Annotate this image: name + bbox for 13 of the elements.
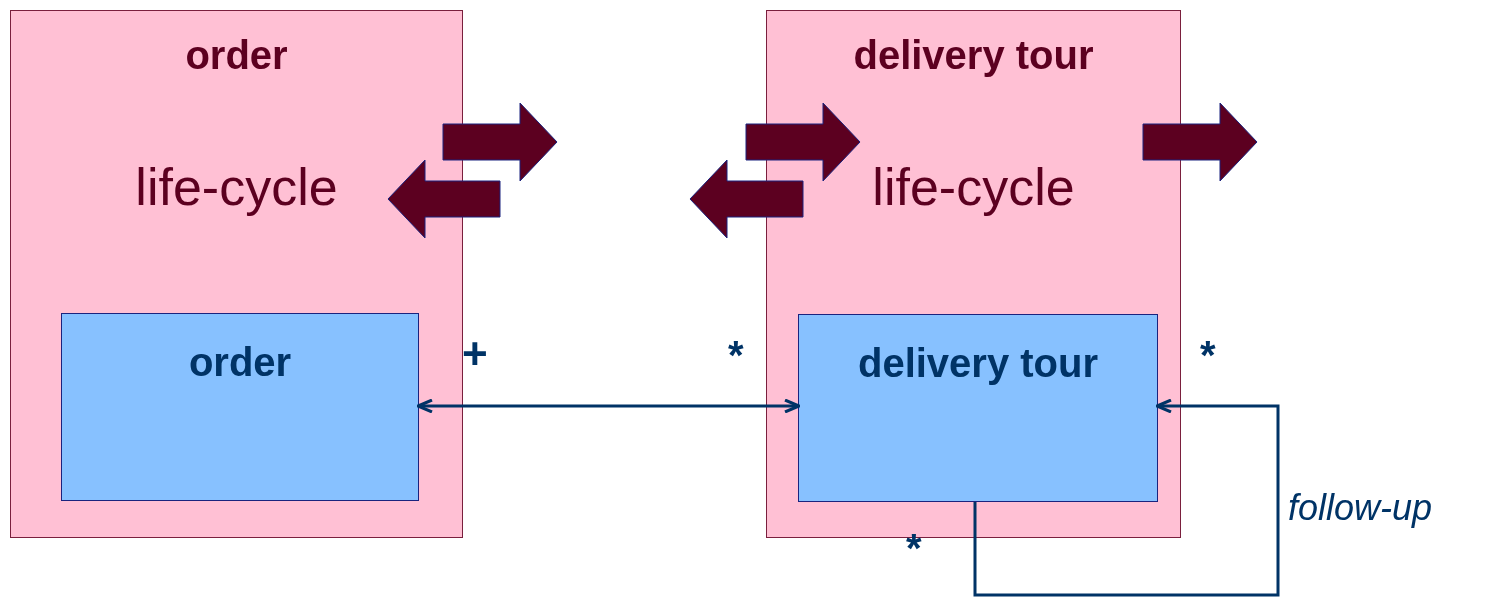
- connector-arrow: [973, 398, 1280, 597]
- class-box: [61, 313, 419, 501]
- multiplicity-mark: *: [1200, 335, 1216, 375]
- box-title: order: [187, 339, 293, 386]
- multiplicity-mark: +: [462, 332, 488, 376]
- class-box: [798, 314, 1158, 502]
- box-title: delivery tour: [852, 32, 1095, 79]
- multiplicity-mark: *: [906, 528, 922, 568]
- box-title: delivery tour: [856, 340, 1100, 387]
- lifecycle-box: [10, 10, 463, 538]
- box-title: order: [184, 32, 289, 79]
- multiplicity-mark: *: [728, 335, 744, 375]
- connector-arrow: [416, 398, 801, 414]
